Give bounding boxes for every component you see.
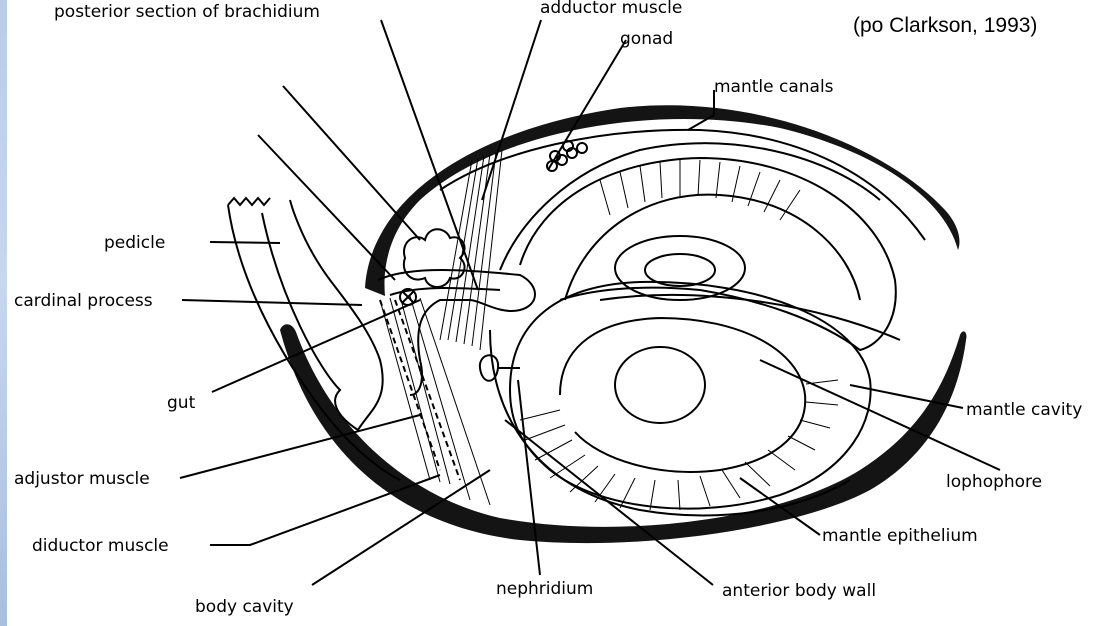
label-posterior-section: posterior section of brachidium bbox=[54, 2, 320, 22]
ventral-shell-valve bbox=[280, 324, 966, 543]
label-diductor-muscle: diductor muscle bbox=[32, 536, 169, 556]
label-cardinal-process: cardinal process bbox=[14, 291, 153, 311]
label-mantle-cavity: mantle cavity bbox=[966, 400, 1082, 420]
label-gut: gut bbox=[167, 393, 196, 413]
label-body-cavity: body cavity bbox=[195, 597, 294, 617]
lophophore-lower-disc bbox=[510, 282, 871, 509]
label-nephridium: nephridium bbox=[496, 579, 593, 599]
label-gonad: gonad bbox=[620, 29, 673, 49]
internal-structures bbox=[228, 130, 925, 516]
label-anterior-body-wall: anterior body wall bbox=[722, 581, 876, 601]
brachidium-cloud bbox=[404, 229, 465, 287]
adductor-muscle-fibers bbox=[440, 150, 502, 350]
label-mantle-canals: mantle canals bbox=[714, 77, 834, 97]
label-lophophore: lophophore bbox=[946, 472, 1042, 492]
label-mantle-epithelium: mantle epithelium bbox=[822, 526, 978, 546]
leader-lines bbox=[180, 20, 1000, 585]
label-adductor-muscle: adductor muscle bbox=[540, 0, 682, 18]
nephridium bbox=[480, 355, 498, 381]
label-pedicle: pedicle bbox=[104, 233, 165, 253]
upper-spiral-center bbox=[615, 236, 745, 300]
label-adjustor-muscle: adjustor muscle bbox=[14, 469, 150, 489]
